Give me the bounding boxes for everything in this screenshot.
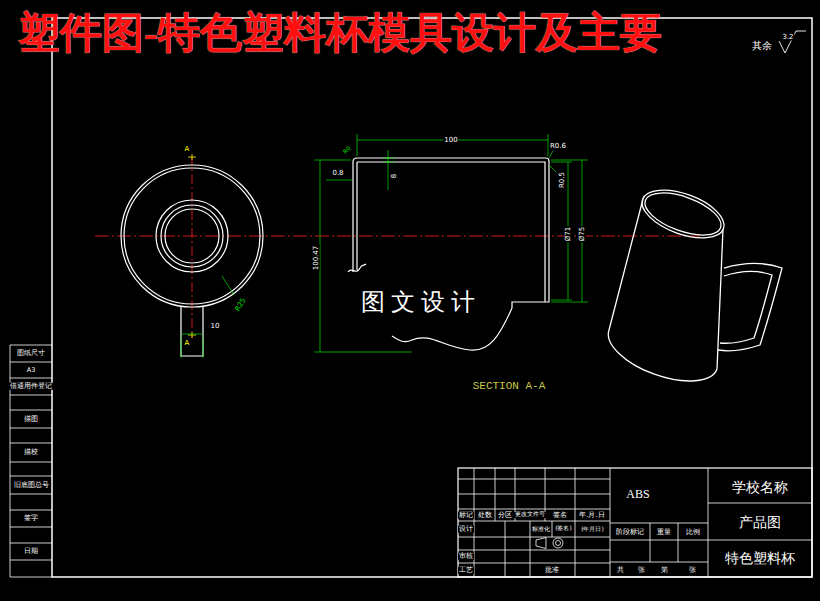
sidebar-cell: 旧底图总号 — [13, 482, 50, 489]
surface-note: 其余 — [751, 41, 773, 51]
dimension-text: 8 — [391, 173, 398, 179]
dimension-lines — [314, 134, 588, 352]
table-cell: 批准 — [544, 567, 560, 574]
dimension-line — [181, 276, 234, 358]
table-cell: 重量 — [656, 529, 672, 536]
table-cell: 标准化 — [531, 526, 551, 532]
drawing-type: 产品图 — [738, 515, 782, 529]
table-cell: (签名) — [554, 526, 573, 532]
sidebar-cell: 借通用件登记 — [9, 383, 53, 390]
center-line — [192, 156, 193, 338]
dimension-text: 10 — [210, 323, 221, 330]
section-letter: A — [184, 340, 191, 347]
dimension-text: Ø71 — [565, 226, 572, 242]
sidebar-cell: 日期 — [23, 548, 39, 555]
section-view — [348, 158, 549, 350]
table-cell: 设计 — [458, 526, 474, 533]
table-cell: 更改文件号 — [514, 512, 546, 518]
sidebar-cell: 签字 — [23, 515, 39, 522]
table-cell: 分区 — [497, 512, 513, 519]
dimension-text: R0.5 — [559, 171, 566, 189]
dimension-text: 100.47 — [313, 245, 320, 272]
title-block — [458, 468, 812, 577]
table-cell: 年.月.日 — [578, 512, 605, 519]
table-cell: 比例 — [685, 529, 701, 536]
view-caption: SECTION A-A — [472, 381, 547, 392]
table-cell: 处数 — [477, 512, 493, 519]
roughness-symbol — [779, 31, 806, 53]
table-cell: 阶段标记 — [615, 529, 645, 536]
roughness-value: 3.2 — [781, 34, 794, 41]
sidebar-cell: A3 — [26, 367, 37, 374]
section-letter: A — [184, 146, 191, 153]
sidebar-cell: 描校 — [23, 449, 39, 456]
banner-title: 塑件图-特色塑料杯模具设计及主要 — [18, 12, 662, 54]
sheet-frame — [52, 18, 812, 577]
table-cell: 标记 — [458, 512, 474, 519]
dimension-text: 0.8 — [331, 170, 344, 177]
table-cell: 张 — [688, 567, 697, 574]
section-marker — [188, 154, 196, 338]
material-name: ABS — [625, 488, 650, 500]
table-cell: 审核 — [458, 553, 474, 560]
part-name: 特色塑料杯 — [724, 551, 796, 565]
table-cell: 第 — [660, 567, 669, 574]
isometric-cup — [608, 180, 782, 380]
sidebar-cell: 描图 — [23, 416, 39, 423]
table-cell: 张 — [637, 567, 646, 574]
center-line — [95, 236, 700, 237]
dimension-text: Ø75 — [579, 226, 586, 242]
sidebar-cell: 图纸尺寸 — [16, 350, 46, 357]
table-cell: (年月日) — [580, 526, 605, 532]
sidebar-grid — [10, 345, 52, 577]
table-cell: 工艺 — [458, 567, 474, 574]
dimension-text: R0.6 — [549, 143, 567, 150]
dimension-text: 100 — [443, 137, 458, 144]
front-view — [121, 165, 263, 356]
watermark: 图 文 设 计 — [360, 290, 476, 314]
table-cell: 共 — [616, 567, 625, 574]
table-cell: 签名 — [552, 512, 568, 519]
school-name: 学校名称 — [731, 480, 789, 494]
